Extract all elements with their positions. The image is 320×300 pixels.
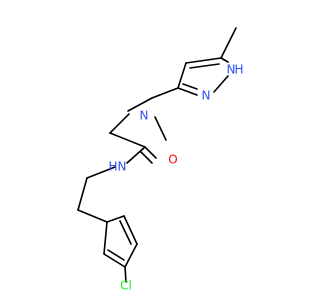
bond-namine-ch2 bbox=[109, 113, 130, 134]
atom-n-amine: N bbox=[140, 109, 149, 123]
bond-ch2-aryl bbox=[77, 209, 108, 223]
bond-c5-c4-inner bbox=[189, 63, 220, 69]
molecule-structure: N H N N O N H Cl bbox=[77, 27, 244, 293]
bond-carbonyl-oxygen bbox=[144, 146, 157, 159]
atom-n-pyrazole: N bbox=[202, 89, 211, 103]
bond-ar3-ar4 bbox=[124, 243, 138, 268]
bond-ar-cl bbox=[124, 266, 127, 283]
bond-ar4-ar5 bbox=[123, 215, 138, 245]
bond-c5-c4 bbox=[185, 57, 222, 64]
atom-labels: N H N N O N H Cl bbox=[108, 63, 243, 293]
bonds bbox=[77, 27, 237, 283]
bond-c3-n2-inner bbox=[182, 83, 198, 90]
bond-ar2-ar3-inner bbox=[107, 249, 125, 261]
bond-ar4-ar6-inner bbox=[119, 220, 132, 245]
bond-carbonyl-oxygen-2 bbox=[140, 151, 153, 164]
bond-ar2-ar3 bbox=[103, 253, 126, 268]
atom-h-pyrazole: H bbox=[234, 63, 243, 77]
bond-ch2-carbonyl bbox=[109, 132, 146, 148]
bond-n2-n1 bbox=[213, 75, 229, 93]
atom-n-amide: N bbox=[118, 160, 127, 174]
bond-c3-n2 bbox=[177, 87, 198, 96]
bond-c5-methyl bbox=[220, 27, 237, 59]
bond-n1-c5 bbox=[220, 57, 229, 63]
bond-carbonyl-namide bbox=[126, 146, 146, 164]
bond-c3-ch2 bbox=[151, 87, 179, 99]
bond-ar5-ar6 bbox=[106, 215, 125, 223]
bond-namine-methyl bbox=[154, 116, 167, 141]
atom-n-pyrazole-nh: N bbox=[227, 63, 236, 77]
bond-ch2-namine bbox=[127, 97, 153, 112]
bond-c4-c3 bbox=[177, 62, 187, 89]
bond-namide-ch2 bbox=[86, 166, 116, 179]
atom-h-amide: H bbox=[108, 160, 117, 174]
bond-ar1-ar2 bbox=[103, 221, 108, 255]
bond-ch2-ch2 bbox=[77, 177, 88, 211]
atom-cl: Cl bbox=[120, 279, 132, 293]
atom-o-amide: O bbox=[168, 153, 177, 167]
